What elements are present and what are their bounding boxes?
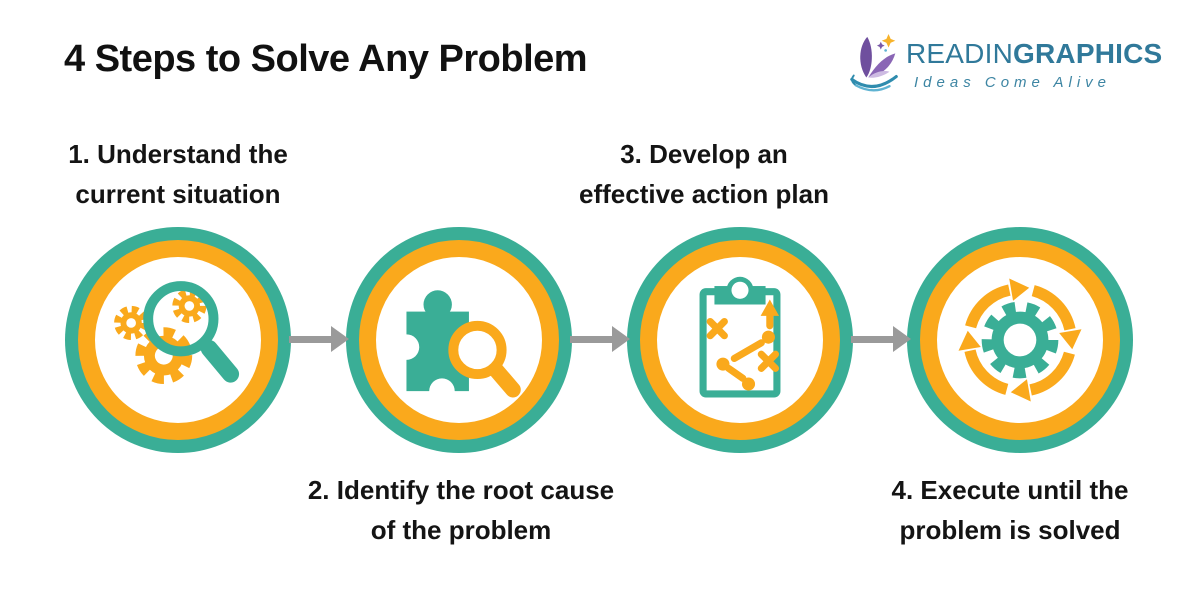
clipboard-strategy-icon xyxy=(669,269,811,411)
arrow-head xyxy=(331,326,349,352)
step-3-label-line2: effective action plan xyxy=(579,179,829,209)
step-3-label: 3. Develop an effective action plan xyxy=(579,134,829,214)
step-3-label-line1: 3. Develop an xyxy=(620,139,788,169)
right-arrow-icon xyxy=(851,326,911,352)
step-2-circle xyxy=(346,227,572,453)
step-4-label-line2: problem is solved xyxy=(899,515,1121,545)
arrow-head xyxy=(893,326,911,352)
page-title: 4 Steps to Solve Any Problem xyxy=(64,38,588,80)
book-butterfly-swoosh-icon xyxy=(846,30,904,101)
arrow-shaft xyxy=(289,336,332,343)
logo-tagline: Ideas Come Alive xyxy=(914,74,1111,91)
arrow-head xyxy=(612,326,630,352)
right-arrow-icon xyxy=(570,326,630,352)
logo-brand-regular: READIN xyxy=(906,38,1013,69)
step-1-circle xyxy=(65,227,291,453)
step-4-circle xyxy=(907,227,1133,453)
puzzle-magnifier-icon xyxy=(388,269,530,411)
logo-brand-bold: GRAPHICS xyxy=(1013,38,1163,69)
logo-text: READINGRAPHICS Ideas Come Alive xyxy=(906,38,1162,91)
arrow-shaft xyxy=(570,336,613,343)
step-4-label: 4. Execute until the problem is solved xyxy=(892,470,1129,550)
magnifier-gears-icon xyxy=(107,269,249,411)
readinggraphics-logo: READINGRAPHICS Ideas Come Alive xyxy=(846,28,1166,108)
gear-cycle-arrows-icon xyxy=(949,269,1091,411)
step-2-label: 2. Identify the root cause of the proble… xyxy=(308,470,614,550)
right-arrow-icon xyxy=(289,326,349,352)
logo-brand: READINGRAPHICS xyxy=(906,38,1162,70)
step-1-label: 1. Understand the current situation xyxy=(68,134,288,214)
step-2-label-line1: 2. Identify the root cause xyxy=(307,475,615,505)
step-1-label-line1: 1. Understand the xyxy=(68,139,288,169)
step-4-label-line1: 4. Execute until the xyxy=(891,475,1129,505)
arrow-shaft xyxy=(851,336,894,343)
step-3-circle xyxy=(627,227,853,453)
step-1-label-line2: current situation xyxy=(75,179,281,209)
step-2-label-line2: of the problem xyxy=(370,515,552,545)
